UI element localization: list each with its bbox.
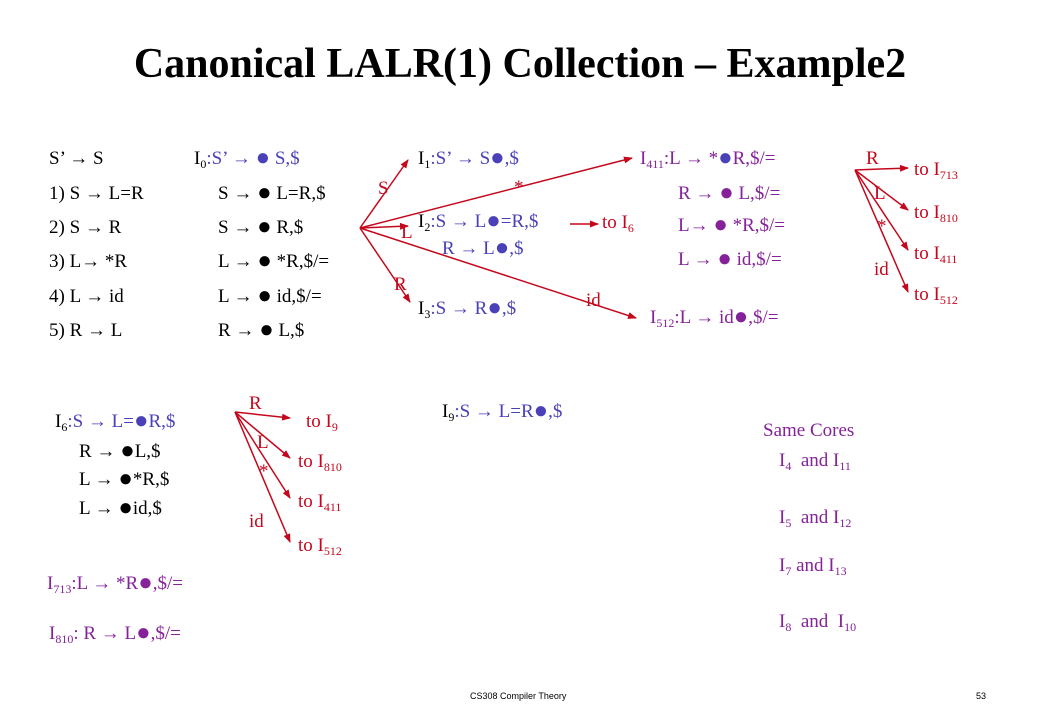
arrow-i0-s — [359, 159, 409, 229]
lr-item: L → ● id,$/= — [678, 246, 782, 272]
state-i411-header: I411:L → *●R,$/= — [640, 145, 776, 171]
arrow-i6-l — [234, 411, 291, 459]
core-pair: I4 and I11 — [779, 450, 851, 473]
target-label: to I512 — [298, 535, 342, 558]
lr-item: L → ● id,$/= — [218, 283, 322, 309]
lr-item: R → ● L,$/= — [678, 180, 781, 206]
edge-label-id: id — [874, 259, 889, 280]
state-i2-header: I2:S → L●=R,$ — [418, 208, 539, 234]
lr-item: L→ ● *R,$/= — [678, 212, 786, 238]
lr-item: R → L●,$ — [442, 235, 524, 261]
edge-label-l: L — [401, 222, 413, 243]
state-i6-header: I6:S → L=●R,$ — [55, 408, 176, 434]
state-i1: I1:S’ → S●,$ — [418, 145, 519, 171]
target-label: to I810 — [298, 451, 342, 474]
arrow-i411-r — [854, 164, 909, 172]
edge-label-id: id — [586, 290, 601, 311]
grammar-rule: S’ → S — [49, 148, 104, 169]
arrow-i0-r — [359, 227, 411, 303]
grammar-rule: 2) S → R — [49, 217, 122, 238]
arrow-i0-star — [359, 156, 633, 229]
lr-item: L → ●id,$ — [79, 495, 162, 521]
lr-item: L → ● *R,$/= — [218, 248, 330, 274]
grammar-rule: 1) S → L=R — [49, 183, 144, 204]
target-label: to I512 — [914, 284, 958, 307]
lr-item: S → ● L=R,$ — [218, 180, 326, 206]
edge-label-star: * — [877, 216, 887, 237]
grammar-rule: 5) R → L — [49, 320, 123, 341]
to-i6-label: to I6 — [602, 212, 634, 235]
edge-label-r: R — [394, 274, 407, 295]
state-i810: I810: R → L●,$/= — [49, 620, 181, 646]
grammar-rule: 4) L → id — [49, 286, 124, 307]
core-pair: I8 and I10 — [779, 611, 857, 634]
state-i512: I512:L → id●,$/= — [650, 304, 779, 330]
arrow-i411-id — [854, 169, 909, 293]
arrow-i6-id — [234, 411, 291, 543]
same-cores-heading: Same Cores — [763, 420, 855, 441]
slide-title: Canonical LALR(1) Collection – Example2 — [133, 41, 907, 87]
grammar-rule: 3) L→ *R — [49, 251, 128, 272]
footer-course: CS308 Compiler Theory — [470, 691, 567, 701]
state-i3: I3:S → R●,$ — [418, 295, 517, 321]
lr-item: L → ●*R,$ — [79, 466, 170, 492]
footer-page-number: 53 — [976, 691, 987, 701]
lr-item: R → ●L,$ — [79, 438, 161, 464]
edge-label-l: L — [874, 183, 886, 204]
edge-label-s: S — [378, 178, 389, 199]
target-label: to I9 — [306, 411, 338, 434]
arrow-i0-l — [359, 222, 409, 230]
arrow-i6-r — [234, 411, 291, 421]
edge-label-r: R — [866, 148, 879, 169]
state-i9: I9:S → L=R●,$ — [442, 398, 563, 424]
state-i0-header: I0:S’ → ● S,$ — [194, 145, 300, 171]
arrow-i411-star — [854, 169, 909, 251]
lr-item: S → ● R,$ — [218, 214, 304, 240]
lr-item: R → ● L,$ — [218, 317, 305, 343]
core-pair: I5 and I12 — [779, 507, 852, 530]
arrow-i6-star — [234, 411, 291, 499]
target-label: to I411 — [914, 243, 958, 266]
edge-label-id: id — [249, 511, 264, 532]
target-label: to I713 — [914, 159, 958, 182]
state-i713: I713:L → *R●,$/= — [47, 570, 183, 596]
edge-label-star: * — [514, 177, 524, 198]
target-label: to I810 — [914, 202, 958, 225]
edge-label-r: R — [249, 393, 262, 414]
arrow-i411-l — [854, 169, 909, 211]
target-label: to I411 — [298, 491, 342, 514]
edge-label-l: L — [257, 432, 269, 453]
edge-label-star: * — [259, 461, 269, 482]
arrow-i0-id — [359, 227, 637, 319]
core-pair: I7 and I13 — [779, 555, 847, 578]
